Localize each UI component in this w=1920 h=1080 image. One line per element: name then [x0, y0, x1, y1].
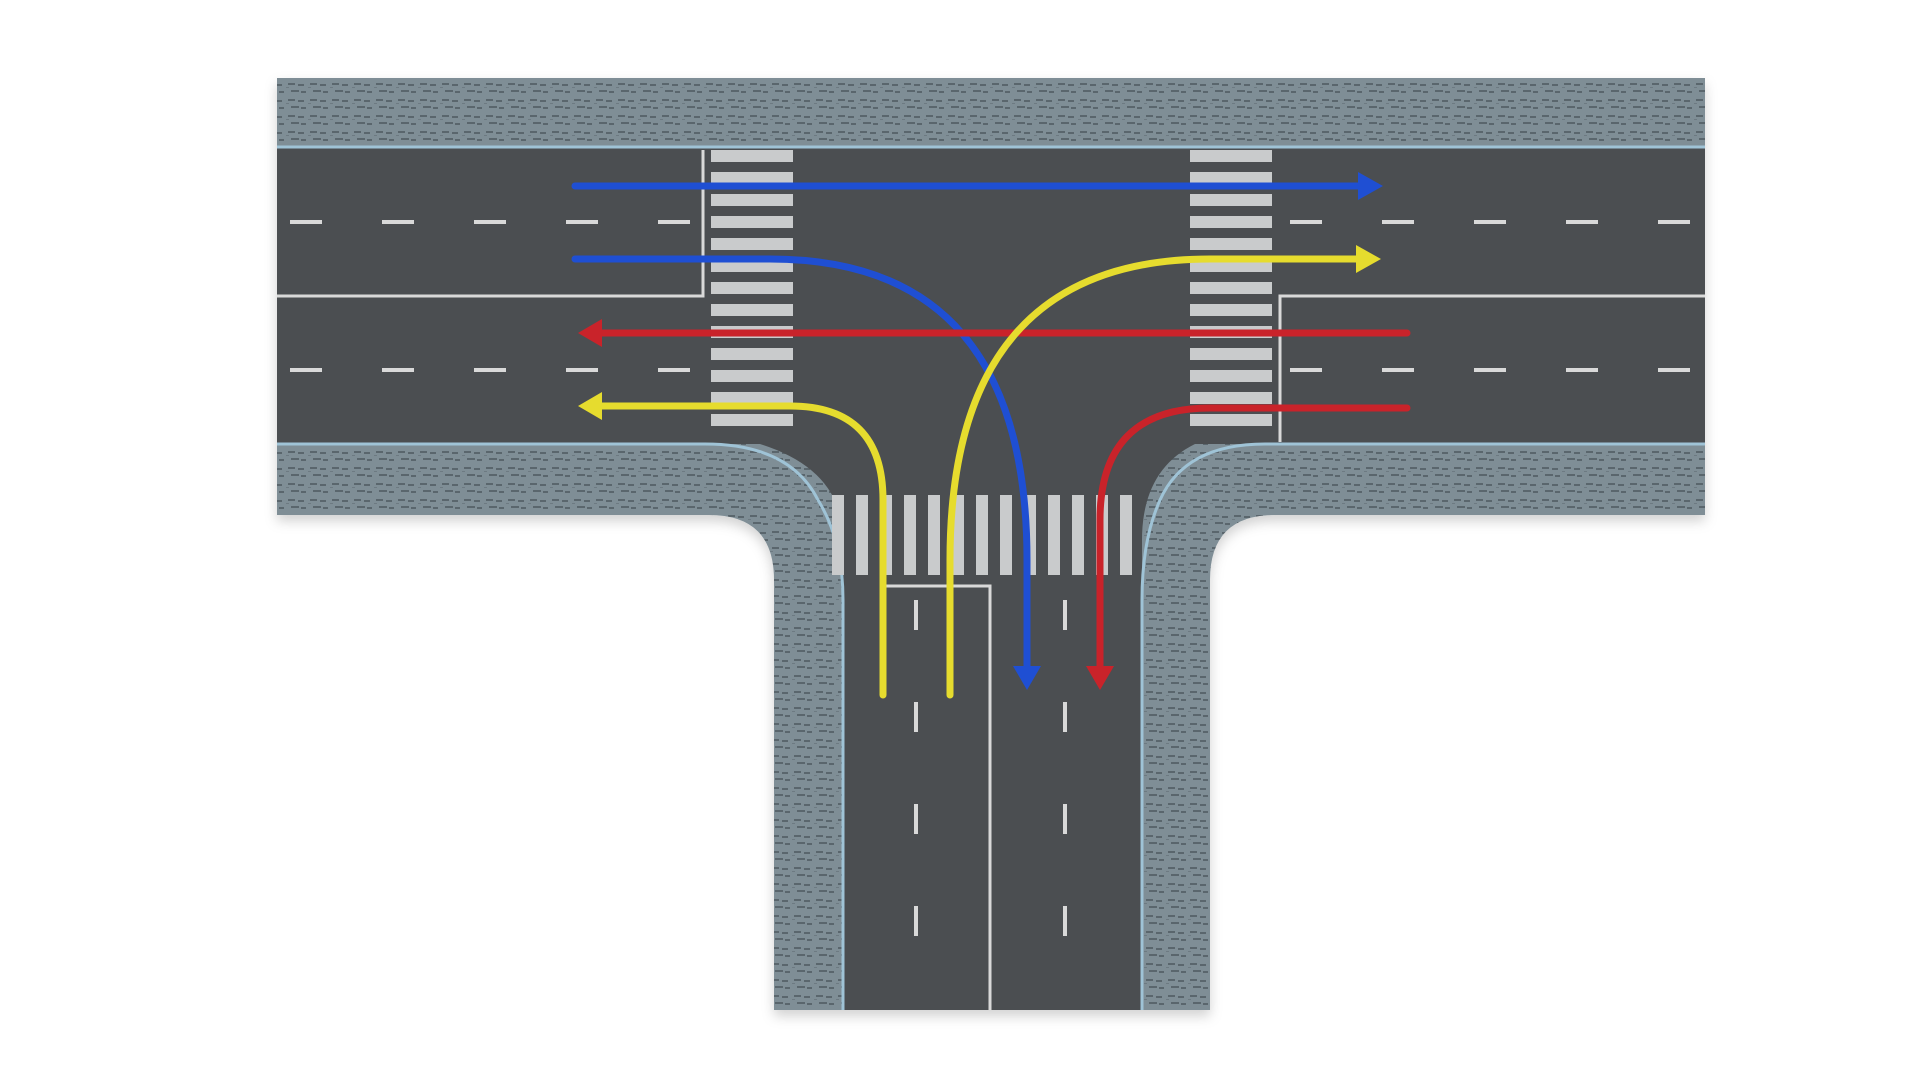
crosswalk-south-stripe: [1072, 495, 1084, 575]
yellow-left-turn-arrowhead: [578, 392, 602, 420]
crosswalk-east: [1190, 150, 1272, 426]
red-straight-westbound-arrow: [578, 319, 1411, 347]
crosswalk-south-stripe: [1120, 495, 1132, 575]
side-road-center-line: [880, 584, 992, 1010]
crosswalk-south-stripe: [928, 495, 940, 575]
crosswalk-east-stripe: [1190, 216, 1272, 228]
crosswalk-east-stripe: [1190, 414, 1272, 426]
crosswalk-east-stripe: [1190, 282, 1272, 294]
yellow-right-turn-arrowhead: [1356, 245, 1381, 273]
crosswalk-east-stripe: [1190, 260, 1272, 272]
blue-straight-arrowhead: [1358, 172, 1383, 200]
red-left-turn-shaft: [1096, 404, 1411, 672]
yellow-right-turn-arrow: [946, 245, 1381, 699]
side-road-south: [843, 540, 1142, 1010]
center-line-west: [277, 150, 705, 298]
blue-straight-eastbound-arrow: [571, 172, 1383, 200]
yellow-left-turn-arrow: [578, 392, 887, 699]
crosswalk-south-stripe: [1000, 495, 1012, 575]
crosswalk-west-stripe: [711, 194, 793, 206]
center-line-east: [1278, 294, 1705, 442]
crosswalk-east-stripe: [1190, 238, 1272, 250]
crosswalk-east-stripe: [1190, 348, 1272, 360]
crosswalk-east-stripe: [1190, 392, 1272, 404]
crosswalk-west-stripe: [711, 370, 793, 382]
curb-southeast: [1140, 442, 1705, 1010]
red-straight-arrowhead: [578, 319, 602, 347]
crosswalk-south-stripe: [976, 495, 988, 575]
crosswalk-east-stripe: [1190, 150, 1272, 162]
crosswalk-west-stripe: [711, 216, 793, 228]
blue-right-turn-arrowhead: [1013, 666, 1041, 690]
crosswalk-west-stripe: [711, 304, 793, 316]
crosswalk-west-stripe: [711, 150, 793, 162]
crosswalk-east-stripe: [1190, 194, 1272, 206]
crosswalk-west-stripe: [711, 260, 793, 272]
crosswalk-south-stripe: [1048, 495, 1060, 575]
crosswalk-west-stripe: [711, 414, 793, 426]
side-road-lane-markings: [880, 584, 1067, 1010]
traffic-arrows: [571, 172, 1411, 699]
crosswalk-west-stripe: [711, 392, 793, 404]
red-left-turn-arrow: [1086, 404, 1411, 690]
crosswalk-west-stripe: [711, 172, 793, 184]
yellow-left-turn-shaft: [596, 402, 887, 699]
crosswalk-east-stripe: [1190, 304, 1272, 316]
crosswalk-east-stripe: [1190, 370, 1272, 382]
crosswalk-west-stripe: [711, 282, 793, 294]
crosswalk-west-stripe: [711, 238, 793, 250]
red-left-turn-arrowhead: [1086, 666, 1114, 690]
crosswalk-south-stripe: [904, 495, 916, 575]
crosswalk-south-stripe: [832, 495, 844, 575]
crosswalk-east-stripe: [1190, 172, 1272, 184]
crosswalk-west-stripe: [711, 348, 793, 360]
main-road-lane-markings: [277, 150, 1705, 442]
yellow-right-turn-shaft: [946, 255, 1362, 699]
crosswalk-south-stripe: [856, 495, 868, 575]
